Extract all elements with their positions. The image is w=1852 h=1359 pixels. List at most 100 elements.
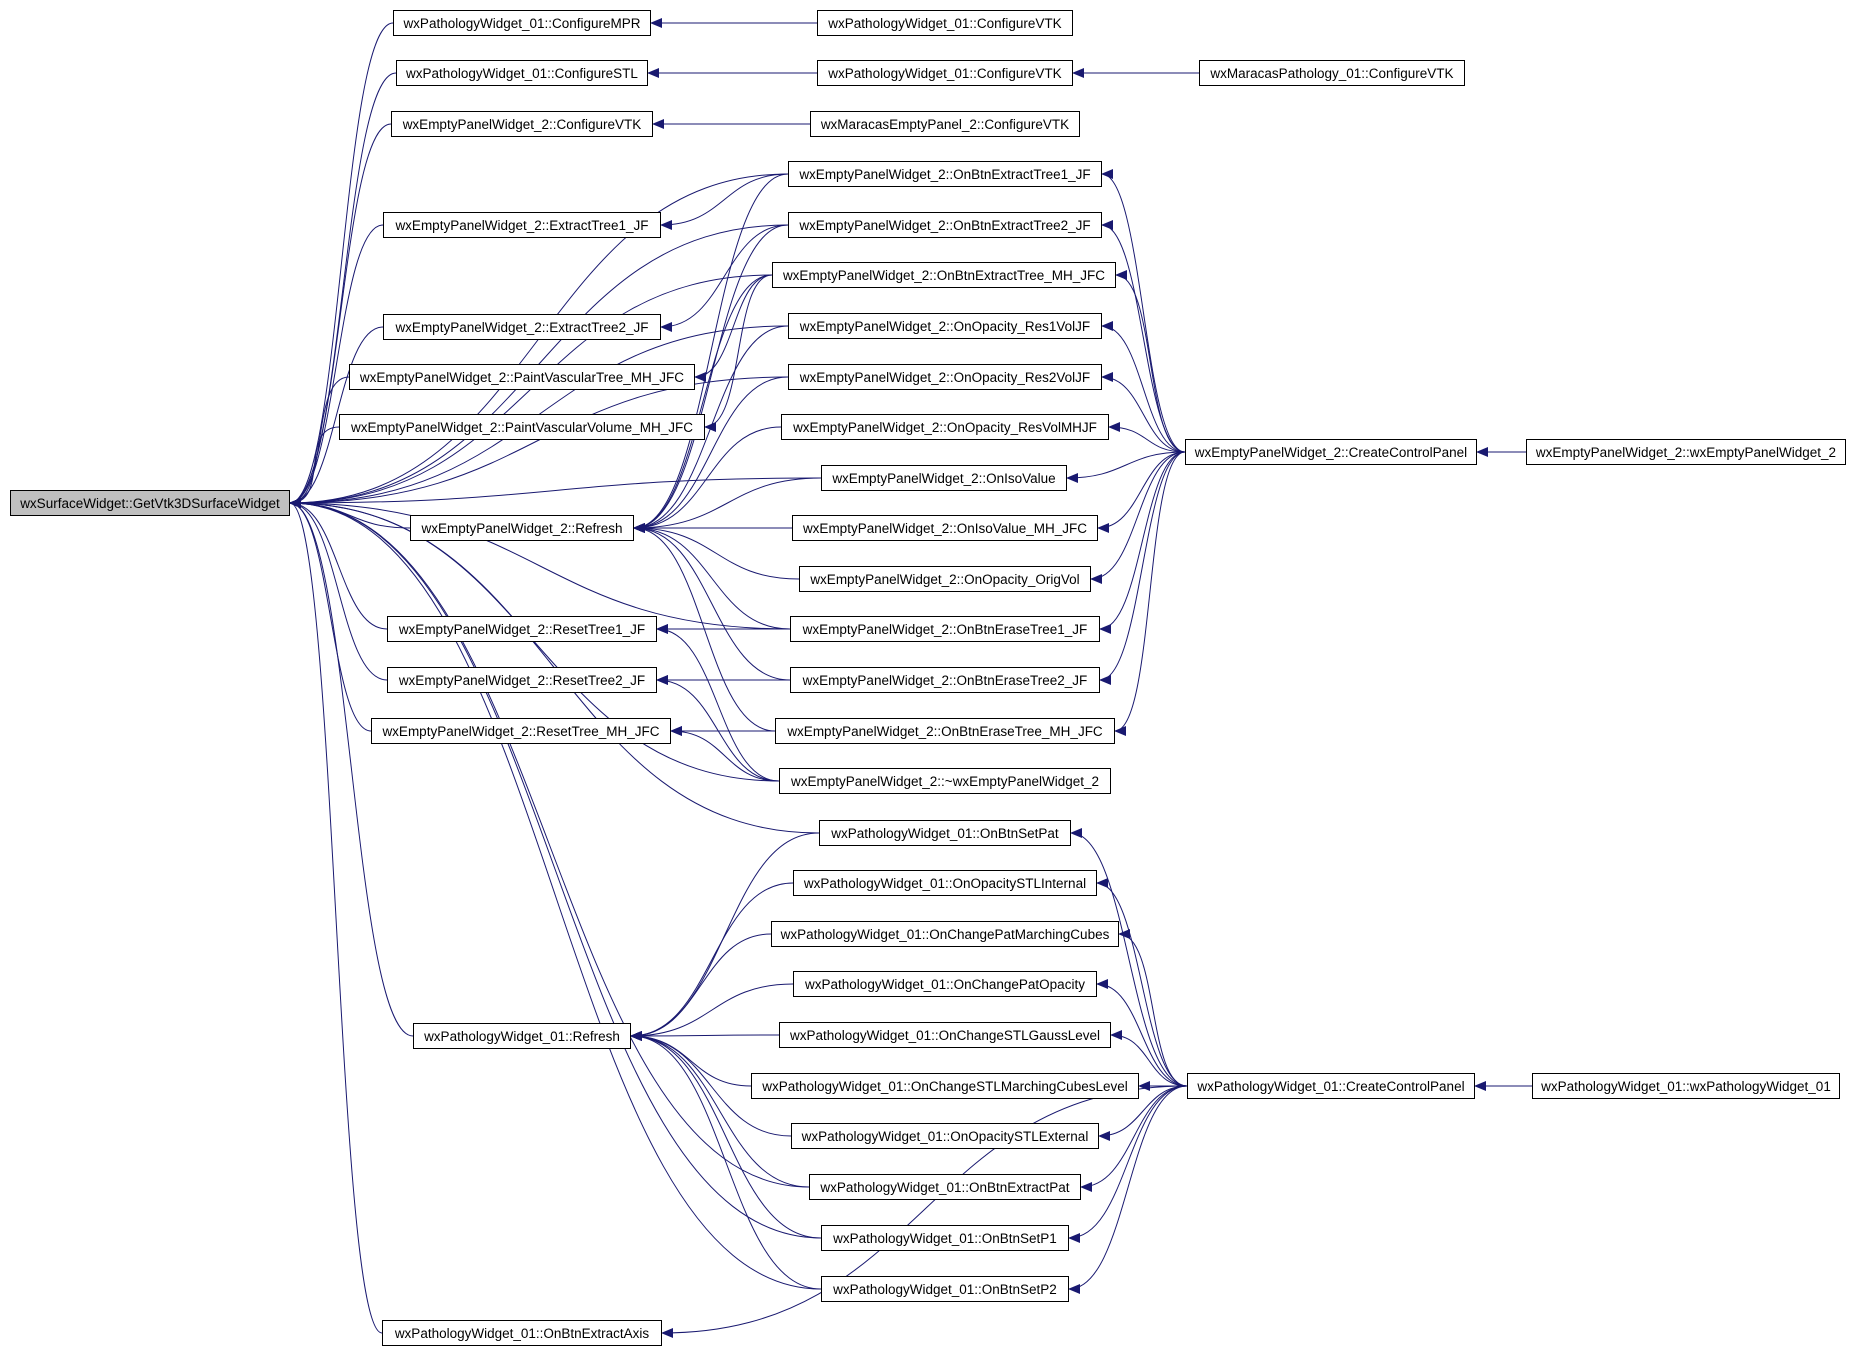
edge-pwCCP-to-pwChgMC [1118,929,1188,1087]
edge-ep2CCP-to-ep2BtnErase2 [1099,451,1186,685]
edge-ep2BtnExt2-to-ep2Ext2 [660,224,789,332]
graph-node-pwSetPat[interactable]: wxPathologyWidget_01::OnBtnSetPat [819,820,1071,846]
graph-node-pwRefresh[interactable]: wxPathologyWidget_01::Refresh [413,1023,631,1049]
graph-node-cfgSTL[interactable]: wxPathologyWidget_01::ConfigureSTL [396,60,648,86]
edge-ep2CCP-to-ep2BtnExt1 [1101,169,1186,453]
edge-ep2OpRes2-to-ep2Refresh [633,376,789,533]
edge-ep2BtnExt1-to-ep2Ext1 [660,173,789,230]
edge-ep2IsoVal-to-root [289,477,822,508]
edge-ep2BtnExtMH-to-ep2PaintVol [704,274,773,432]
graph-node-ep2OpRes2[interactable]: wxEmptyPanelWidget_2::OnOpacity_Res2VolJ… [788,364,1102,390]
graph-node-mpCfgVTK[interactable]: wxMaracasPathology_01::ConfigureVTK [1199,60,1465,86]
edge-ep2CCP-to-ep2BtnEraseMH [1114,451,1186,736]
graph-node-ep2IsoVal[interactable]: wxEmptyPanelWidget_2::OnIsoValue [821,465,1067,491]
edge-pwCCP-to-pwChgGauss [1110,1030,1188,1087]
graph-node-ep2Ext1[interactable]: wxEmptyPanelWidget_2::ExtractTree1_JF [383,212,661,238]
graph-node-ep2Refresh[interactable]: wxEmptyPanelWidget_2::Refresh [410,515,634,541]
edge-pwChgOp-to-pwRefresh [630,983,794,1041]
graph-node-ep2Reset2[interactable]: wxEmptyPanelWidget_2::ResetTree2_JF [387,667,657,693]
graph-node-ep2IsoValMH[interactable]: wxEmptyPanelWidget_2::OnIsoValue_MH_JFC [792,515,1098,541]
edge-pwCCP-to-pwSetPat [1070,828,1188,1087]
edge-ep2BtnExt1-to-ep2Refresh [633,173,789,533]
graph-node-ep2Reset1[interactable]: wxEmptyPanelWidget_2::ResetTree1_JF [387,616,657,642]
graph-node-pwOpSTLInt[interactable]: wxPathologyWidget_01::OnOpacitySTLIntern… [793,870,1097,896]
graph-node-pwCCP[interactable]: wxPathologyWidget_01::CreateControlPanel [1187,1073,1475,1099]
edge-pwSetP2-to-root [289,498,822,1290]
edge-pwChgMC-to-pwRefresh [630,933,772,1041]
edge-pwRefresh-to-root [289,498,414,1037]
graph-node-ep2Dtor[interactable]: wxEmptyPanelWidget_2::~wxEmptyPanelWidge… [779,768,1111,794]
graph-node-pwChgMC[interactable]: wxPathologyWidget_01::OnChangePatMarchin… [771,921,1119,947]
edge-ep2CCP-to-ep2IsoVal [1066,451,1186,483]
graph-node-ep2PaintVol[interactable]: wxEmptyPanelWidget_2::PaintVascularVolum… [339,414,705,440]
graph-node-ep2BtnEraseMH[interactable]: wxEmptyPanelWidget_2::OnBtnEraseTree_MH_… [775,718,1115,744]
graph-node-pwCfgVTK2[interactable]: wxPathologyWidget_01::ConfigureVTK [817,60,1073,86]
edge-ep2CCP-to-ep2IsoValMH [1097,451,1186,533]
edge-ep2OpResMH-to-ep2Refresh [633,426,782,533]
edge-ep2CCP-to-ep2BtnExt2 [1101,220,1186,453]
edge-ep2BtnErase1-to-root [289,498,791,630]
graph-node-pwSetP2[interactable]: wxPathologyWidget_01::OnBtnSetP2 [821,1276,1069,1302]
graph-node-pwCtor[interactable]: wxPathologyWidget_01::wxPathologyWidget_… [1532,1073,1840,1099]
edge-ep2Dtor-to-ep2ResetMH [670,726,780,782]
graph-node-ep2PaintTree[interactable]: wxEmptyPanelWidget_2::PaintVascularTree_… [349,364,695,390]
graph-node-root[interactable]: wxSurfaceWidget::GetVtk3DSurfaceWidget [10,490,290,516]
edge-pwCCP-to-pwExtAxis [661,1085,1188,1338]
graph-node-ep2BtnErase1[interactable]: wxEmptyPanelWidget_2::OnBtnEraseTree1_JF [790,616,1100,642]
graph-node-pwExtAxis[interactable]: wxPathologyWidget_01::OnBtnExtractAxis [382,1320,662,1346]
edge-ep2CCP-to-ep2BtnExtMH [1115,270,1186,453]
edge-ep2BtnExtMH-to-ep2Refresh [633,274,773,533]
edge-ep2CCP-to-ep2OpResMH [1108,422,1186,453]
graph-node-pwChgSTLMC[interactable]: wxPathologyWidget_01::OnChangeSTLMarchin… [751,1073,1139,1099]
graph-node-pwExtPat[interactable]: wxPathologyWidget_01::OnBtnExtractPat [809,1174,1081,1200]
edge-pwSetP1-to-pwRefresh [630,1031,822,1239]
edge-ep2BtnErase2-to-ep2Refresh [633,523,791,681]
graph-node-ep2OpResMH[interactable]: wxEmptyPanelWidget_2::OnOpacity_ResVolMH… [781,414,1109,440]
edge-pwOpSTLExt-to-pwRefresh [630,1031,792,1137]
edge-pwCCP-to-pwExtPat [1080,1085,1188,1192]
edge-ep2OpRes1-to-ep2Refresh [633,325,789,533]
graph-node-pwChgGauss[interactable]: wxPathologyWidget_01::OnChangeSTLGaussLe… [779,1022,1111,1048]
graph-node-ep2BtnErase2[interactable]: wxEmptyPanelWidget_2::OnBtnEraseTree2_JF [790,667,1100,693]
edge-ep2Dtor-to-ep2Reset1 [656,624,780,782]
edge-pwCCP-to-pwSetP1 [1068,1085,1188,1243]
graph-node-ep2ResetMH[interactable]: wxEmptyPanelWidget_2::ResetTree_MH_JFC [371,718,671,744]
graph-node-ep2BtnExt1[interactable]: wxEmptyPanelWidget_2::OnBtnExtractTree1_… [788,161,1102,187]
edge-pwExtAxis-to-root [289,498,383,1334]
graph-node-cfgMPR[interactable]: wxPathologyWidget_01::ConfigureMPR [393,10,651,36]
graph-node-ep2CCP[interactable]: wxEmptyPanelWidget_2::CreateControlPanel [1185,439,1477,465]
edge-ep2CCP-to-ep2OpRes2 [1101,372,1186,453]
graph-node-mepCfgVTK[interactable]: wxMaracasEmptyPanel_2::ConfigureVTK [810,111,1080,137]
graph-node-ep2BtnExt2[interactable]: wxEmptyPanelWidget_2::OnBtnExtractTree2_… [788,212,1102,238]
graph-node-pwChgOp[interactable]: wxPathologyWidget_01::OnChangePatOpacity [793,971,1097,997]
edge-pwSetP2-to-pwRefresh [630,1031,822,1290]
edge-ep2Ext2-to-root [289,326,384,508]
edge-ep2BtnExt2-to-ep2Refresh [633,224,789,533]
edge-cfgMPR-to-root [289,22,394,508]
graph-node-pwCfgVTK1[interactable]: wxPathologyWidget_01::ConfigureVTK [817,10,1073,36]
edge-ep2BtnExtMH-to-ep2PaintTree [694,274,773,382]
graph-node-ep2OpRes1[interactable]: wxEmptyPanelWidget_2::OnOpacity_Res1VolJ… [788,313,1102,339]
graph-node-ep2CfgVTK[interactable]: wxEmptyPanelWidget_2::ConfigureVTK [391,111,653,137]
edge-pwExtPat-to-root [289,498,810,1188]
edge-ep2CCP-to-ep2OpRes1 [1101,321,1186,453]
edge-ep2OpRes2-to-root [289,376,789,508]
edge-pwChgGauss-to-pwRefresh [630,1030,780,1041]
edge-pwOpSTLInt-to-pwRefresh [630,882,794,1041]
edge-ep2OpOrig-to-ep2Refresh [633,523,800,580]
edge-ep2Reset1-to-root [289,498,388,630]
edge-ep2IsoVal-to-ep2Refresh [633,477,822,533]
graph-node-ep2Ctor[interactable]: wxEmptyPanelWidget_2::wxEmptyPanelWidget… [1526,439,1846,465]
edge-ep2CCP-to-ep2BtnErase1 [1099,451,1186,634]
graph-node-ep2OpOrig[interactable]: wxEmptyPanelWidget_2::OnOpacity_OrigVol [799,566,1091,592]
edge-ep2Ext1-to-root [289,224,384,508]
edge-pwCCP-to-pwSetP2 [1068,1085,1188,1294]
edge-ep2BtnErase1-to-ep2Refresh [633,523,791,630]
graph-node-pwOpSTLExt[interactable]: wxPathologyWidget_01::OnOpacitySTLExtern… [791,1123,1099,1149]
graph-node-ep2BtnExtMH[interactable]: wxEmptyPanelWidget_2::OnBtnExtractTree_M… [772,262,1116,288]
graph-node-pwSetP1[interactable]: wxPathologyWidget_01::OnBtnSetP1 [821,1225,1069,1251]
edge-pwCCP-to-pwChgOp [1096,979,1188,1087]
edge-ep2CfgVTK-to-root [289,123,392,508]
graph-node-ep2Ext2[interactable]: wxEmptyPanelWidget_2::ExtractTree2_JF [383,314,661,340]
